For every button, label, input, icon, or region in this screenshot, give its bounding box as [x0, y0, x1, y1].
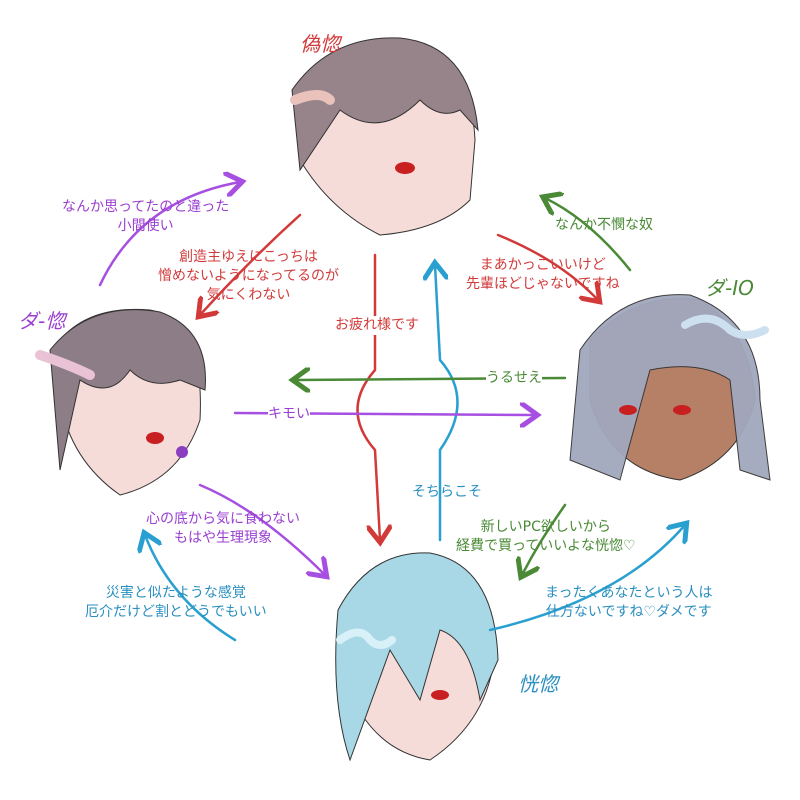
label-right-to-left: うるせえ — [486, 369, 542, 388]
character-name-left: ダ-惚 — [18, 309, 66, 333]
character-name-top: 偽惚 — [300, 32, 340, 56]
face-left — [35, 308, 206, 496]
label-top-to-left: 創造主ゆえにこっちは憎めないようになってるのが気にくわない — [158, 249, 340, 303]
label-top-to-right: まあかっこいいけど先輩ほどじゃないですね — [466, 257, 620, 292]
label-top-to-bottom: お疲れ様です — [335, 316, 419, 335]
character-name-bottom: 恍惚 — [518, 672, 558, 696]
face-bottom — [335, 552, 499, 762]
label-bottom-to-top: そちらこそ — [412, 484, 482, 500]
label-right-to-top: なんか不憫な奴 — [555, 217, 653, 233]
label-bottom-to-right: まったくあなたという人は仕方ないですね♡ダメです — [545, 585, 713, 620]
label-left-to-right: キモい — [268, 405, 310, 424]
label-left-to-top: なんか思ってたのと違った小間使い — [62, 199, 230, 234]
label-bottom-to-left: 災害と似たような感覚厄介だけど割とどうでもいい — [85, 585, 267, 620]
character-name-right: ダ-IO — [705, 276, 754, 300]
face-right — [569, 294, 771, 481]
label-left-to-bottom: 心の底から気に食わないもはや生理現象 — [146, 511, 300, 546]
face-top — [290, 37, 479, 236]
label-right-to-bottom: 新しいPC欲しいから経費で買っていいよな恍惚♡ — [456, 519, 636, 554]
